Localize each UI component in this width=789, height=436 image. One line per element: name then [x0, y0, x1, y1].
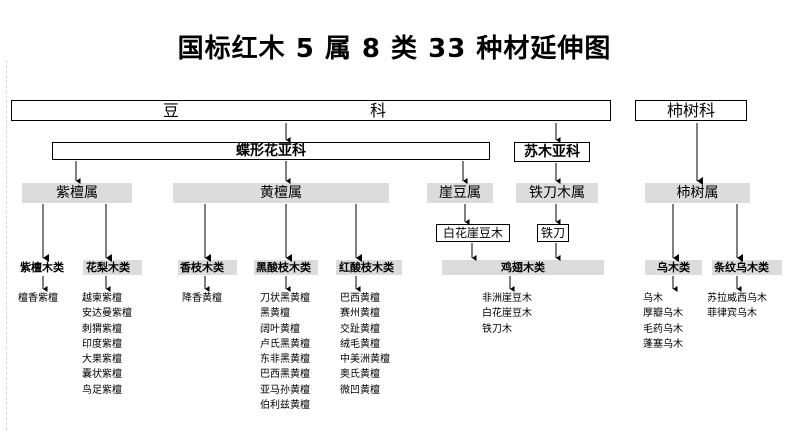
species-item: 中美洲黄檀 — [340, 354, 390, 366]
species-item: 阔叶黄檀 — [260, 323, 300, 335]
species-item: 卢氏黑黄檀 — [260, 338, 310, 350]
genus-bar-shishu — [645, 183, 750, 203]
species-item: 檀香紫檀 — [18, 293, 58, 304]
category-bar-tiaowenwumu — [712, 260, 782, 275]
left-dashed-edge — [6, 60, 7, 430]
genus-label-shishu: 柿树属 — [676, 185, 719, 201]
species-item: 苏拉威西乌木 — [707, 293, 767, 304]
family-label-shishu: 柿树科 — [666, 101, 715, 120]
species-item: 大果紫檀 — [82, 354, 122, 366]
family-box-dou — [11, 100, 611, 121]
category-tiaowenwumu: 条纹乌木类 — [714, 261, 769, 274]
genus-label-zitan: 紫檀属 — [56, 185, 98, 201]
genus-label-yadou: 崖豆属 — [439, 185, 481, 201]
species-item: 厚瓣乌木 — [643, 308, 683, 320]
category-bar-xiangzhimu — [178, 260, 237, 275]
species-item: 交趾黄檀 — [340, 323, 380, 335]
genus-bar-tiedaomu — [516, 183, 598, 203]
family-box-shishu — [635, 100, 747, 121]
subfamily-label-sumu: 苏木亚科 — [524, 144, 580, 160]
species-item: 东非黑黄檀 — [260, 354, 310, 366]
category-hualimu: 花梨木类 — [86, 261, 130, 274]
species-item: 鸟足紫檀 — [82, 384, 122, 396]
species-list-heisuanzhimu: 刀状黑黄檀 黑黄檀 阔叶黄檀 卢氏黑黄檀 东非黑黄檀 巴西黑黄檀 亚马孙黄檀 伯… — [260, 291, 310, 413]
species-item: 安达曼紫檀 — [82, 308, 132, 320]
species-item: 奥氏黄檀 — [340, 369, 380, 381]
category-bar-wumu — [645, 260, 702, 275]
subfamily-label-diexing: 蝶形花亚科 — [236, 143, 306, 159]
species-item: 刀状黑黄檀 — [260, 293, 310, 304]
node-label-tiedao: 铁刀 — [540, 226, 565, 240]
species-item: 非洲崖豆木 — [482, 293, 532, 304]
category-bar-hongsuanzhimu — [336, 260, 402, 275]
category-bar-jichimu — [442, 260, 604, 275]
species-item: 绒毛黄檀 — [340, 338, 380, 350]
category-xiangzhimu: 香枝木类 — [180, 261, 224, 274]
species-item: 印度紫檀 — [82, 338, 122, 350]
species-item: 亚马孙黄檀 — [260, 384, 310, 396]
category-heisuanzhimu: 黑酸枝木类 — [256, 261, 311, 274]
species-item: 赛州黄檀 — [340, 308, 380, 320]
category-wumu: 乌木类 — [657, 261, 690, 274]
species-item: 囊状紫檀 — [82, 369, 122, 381]
species-item: 伯利兹黄檀 — [260, 400, 310, 412]
node-box-baihua — [436, 224, 510, 242]
species-item: 越柬紫檀 — [82, 293, 122, 304]
category-bar-heisuanzhimu — [254, 260, 318, 275]
family-label-dou: 豆 — [163, 101, 180, 120]
node-label-baihua: 白花崖豆木 — [442, 226, 503, 240]
genus-bar-yadou — [427, 183, 493, 203]
species-item: 黑黄檀 — [260, 308, 290, 320]
category-hongsuanzhimu: 红酸枝木类 — [339, 261, 394, 274]
species-item: 微凹黄檀 — [340, 384, 380, 396]
species-item: 毛药乌木 — [643, 323, 683, 335]
subfamily-box-sumu — [514, 142, 590, 162]
species-item: 铁刀木 — [482, 323, 512, 335]
node-box-tiedao — [537, 224, 569, 242]
species-list-xiangzhimu: 降香黄檀 — [182, 291, 222, 306]
species-list-jichimu: 非洲崖豆木 白花崖豆木 铁刀木 — [482, 291, 532, 337]
category-bar-hualimu — [83, 260, 142, 275]
genus-label-tiedaomu: 铁刀木属 — [529, 185, 585, 201]
species-item: 菲律宾乌木 — [707, 308, 757, 320]
species-list-hualimu: 越柬紫檀 安达曼紫檀 刺猬紫檀 印度紫檀 大果紫檀 囊状紫檀 鸟足紫檀 — [82, 291, 132, 398]
species-item: 刺猬紫檀 — [82, 323, 122, 335]
species-item: 蓬塞乌木 — [643, 338, 683, 350]
species-list-wumu: 乌木 厚瓣乌木 毛药乌木 蓬塞乌木 — [643, 291, 683, 352]
species-list-zitanmu: 檀香紫檀 — [18, 291, 58, 306]
category-zitanmu: 紫檀木类 — [20, 261, 64, 274]
species-list-tiaowenwumu: 苏拉威西乌木 菲律宾乌木 — [707, 291, 767, 322]
category-jichimu: 鸡翅木类 — [501, 261, 545, 274]
genus-bar-huangtan — [173, 183, 389, 203]
species-item: 降香黄檀 — [182, 293, 222, 304]
species-item: 白花崖豆木 — [482, 308, 532, 320]
species-item: 巴西黑黄檀 — [260, 369, 310, 381]
genus-label-huangtan: 黄檀属 — [260, 185, 302, 201]
species-item: 巴西黄檀 — [340, 293, 380, 304]
subfamily-box-diexing — [52, 142, 490, 160]
family-label-ke: 科 — [370, 101, 387, 120]
species-item: 乌木 — [643, 293, 663, 304]
diagram-title: 国标红木 5 属 8 类 33 种材延伸图 — [177, 34, 612, 64]
species-list-hongsuanzhimu: 巴西黄檀 赛州黄檀 交趾黄檀 绒毛黄檀 中美洲黄檀 奥氏黄檀 微凹黄檀 — [340, 291, 390, 398]
genus-bar-zitan — [22, 183, 132, 203]
